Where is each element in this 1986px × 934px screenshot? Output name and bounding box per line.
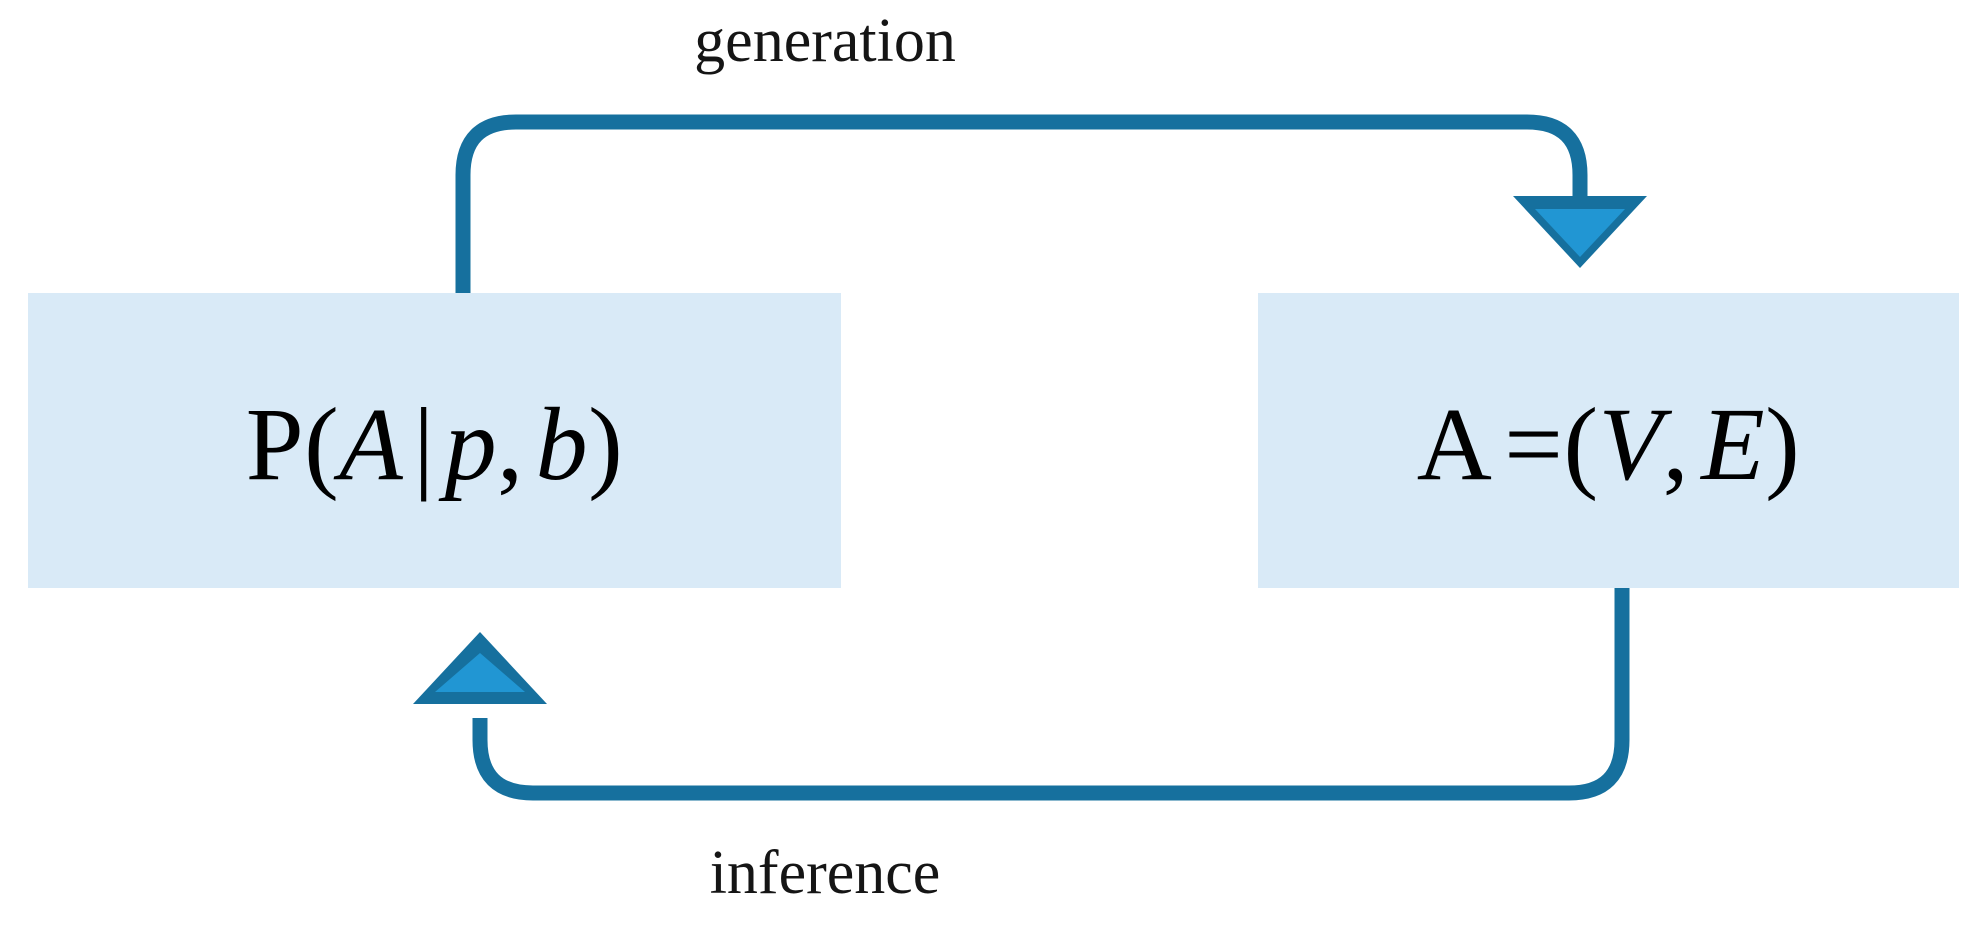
generation-arrowhead-inner [1535, 209, 1625, 257]
symbol-a-upright: A [1416, 386, 1493, 502]
generation-edge-path [455, 114, 1588, 300]
symbol-b-italic: b [535, 386, 589, 502]
spacer [1689, 387, 1701, 502]
symbol-equals: = [1504, 386, 1564, 502]
spacer [524, 387, 536, 502]
symbol-comma: , [1662, 386, 1690, 502]
symbol-v-italic: V [1598, 386, 1663, 502]
inference-edge-path [472, 580, 1630, 801]
generation-arrowhead-outer [1513, 196, 1647, 268]
symbol-p-upright: P [245, 386, 305, 502]
symbol-a-italic: A [339, 386, 404, 502]
node-probability-distribution[interactable]: P(A|p,b) [28, 293, 841, 588]
formula-probability-distribution: P(A|p,b) [246, 392, 623, 497]
edge-label-generation: generation [694, 7, 956, 75]
node-graph-definition[interactable]: A=(V,E) [1258, 293, 1959, 588]
symbol-e-italic: E [1701, 386, 1766, 502]
symbol-paren-open: ( [304, 386, 340, 502]
symbol-p-italic: p [444, 386, 498, 502]
symbol-comma: , [497, 386, 524, 502]
symbol-paren-open: ( [1563, 386, 1599, 502]
inference-arrowhead-outer [413, 632, 547, 704]
symbol-paren-close: ) [1765, 386, 1801, 502]
symbol-conditional-bar: | [413, 386, 435, 502]
inference-arrowhead-inner [435, 653, 525, 692]
symbol-paren-close: ) [588, 386, 624, 502]
spacer [1492, 387, 1504, 502]
edge-label-inference: inference [709, 839, 941, 907]
formula-graph-definition: A=(V,E) [1417, 392, 1801, 497]
